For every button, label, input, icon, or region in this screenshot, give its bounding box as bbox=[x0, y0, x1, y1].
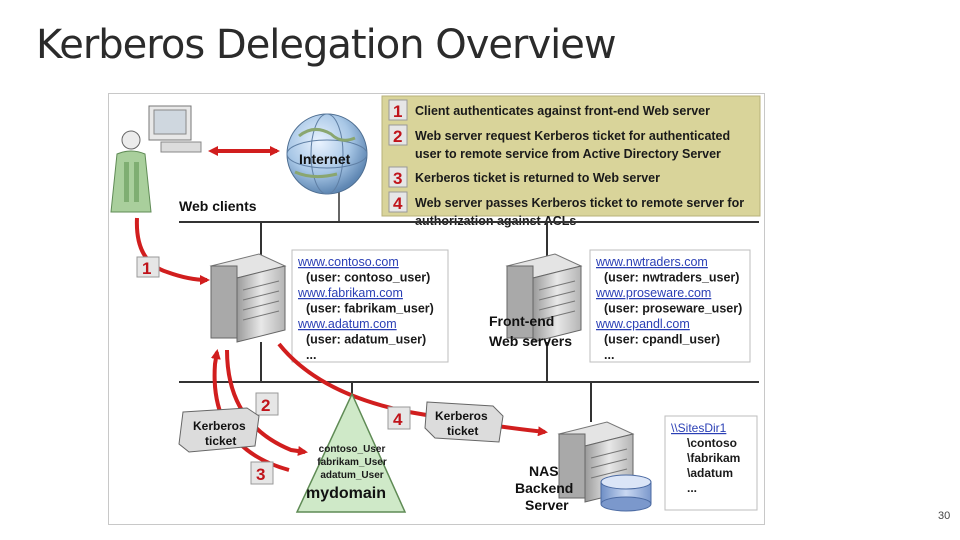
domain-user: contoso_User bbox=[319, 444, 386, 455]
step3-badge: 3 bbox=[256, 465, 265, 484]
share-folder-text: \contoso bbox=[687, 436, 737, 450]
legend-step-text: Client authenticates against front-end W… bbox=[415, 104, 710, 118]
legend-step-badge-bg bbox=[388, 166, 408, 188]
internet-label: Internet bbox=[299, 151, 351, 167]
step1-badge: 1 bbox=[142, 259, 151, 278]
legend-step-badge-bg bbox=[388, 124, 408, 146]
web-client-icon bbox=[110, 105, 202, 213]
site-link[interactable]: www.contoso.com bbox=[297, 255, 399, 269]
front-end-server-1-icon bbox=[209, 253, 287, 343]
share-lines-list: \\SitesDir1\contoso\fabrikam\adatum... bbox=[671, 421, 740, 495]
legend-step-badge-bg bbox=[388, 191, 408, 213]
legend-step-text: user to remote service from Active Direc… bbox=[415, 147, 721, 161]
step2-badge: 2 bbox=[261, 396, 270, 415]
site-link[interactable]: www.nwtraders.com bbox=[595, 255, 708, 269]
site-user-text: (user: proseware_user) bbox=[604, 302, 742, 316]
domain-user: fabrikam_User bbox=[317, 457, 387, 468]
nas-label-line1: NAS bbox=[529, 463, 559, 479]
ticket-right-line1: Kerberos bbox=[435, 409, 488, 423]
storage-disk-icon bbox=[600, 474, 652, 512]
kerberos-diagram: 1 Client authenticates against front-end … bbox=[108, 93, 765, 525]
share-path-link[interactable]: \\SitesDir1 bbox=[671, 421, 727, 435]
share-folder-text: \fabrikam bbox=[687, 451, 740, 465]
kerberos-ticket-right: Kerberos ticket bbox=[424, 401, 504, 443]
front-end-server-2-icon bbox=[505, 253, 583, 343]
legend-step-badge-bg bbox=[388, 99, 408, 121]
site-link[interactable]: www.cpandl.com bbox=[595, 317, 690, 331]
ticket-left-line2: ticket bbox=[205, 434, 236, 448]
domain-users-list: contoso_User fabrikam_User adatum_User bbox=[317, 444, 387, 481]
server1-sites-panel bbox=[291, 249, 449, 363]
server2-sites-list: www.nwtraders.com(user: nwtraders_user)w… bbox=[595, 255, 742, 362]
site-link[interactable]: www.fabrikam.com bbox=[297, 286, 403, 300]
site-user-text: (user: nwtraders_user) bbox=[604, 271, 739, 285]
legend-step-text: Kerberos ticket is returned to Web serve… bbox=[415, 171, 660, 185]
site-user-text: (user: fabrikam_user) bbox=[306, 302, 434, 316]
ticket-left-line1: Kerberos bbox=[193, 419, 246, 433]
step4-badge: 4 bbox=[393, 410, 403, 429]
web-clients-label: Web clients bbox=[179, 198, 257, 214]
site-link[interactable]: www.proseware.com bbox=[595, 286, 711, 300]
site-link[interactable]: www.adatum.com bbox=[297, 317, 397, 331]
legend-box bbox=[381, 95, 761, 217]
domain-user: adatum_User bbox=[320, 470, 383, 481]
internet-globe-icon bbox=[286, 113, 368, 195]
share-folder-text: ... bbox=[687, 481, 697, 495]
page-number: 30 bbox=[938, 510, 951, 522]
server2-sites-panel bbox=[589, 249, 751, 363]
site-user-text: ... bbox=[604, 348, 614, 362]
front-end-label-line1: Front-end bbox=[489, 313, 554, 329]
legend-step-text: Web server passes Kerberos ticket to rem… bbox=[415, 196, 744, 210]
site-user-text: (user: contoso_user) bbox=[306, 271, 430, 285]
nas-server-icon bbox=[557, 421, 635, 503]
legend-step-number: 4 bbox=[393, 194, 403, 213]
site-user-text: (user: adatum_user) bbox=[306, 333, 426, 347]
domain-triangle bbox=[295, 392, 407, 513]
site-user-text: (user: cpandl_user) bbox=[604, 333, 720, 347]
legend-step-text: Web server request Kerberos ticket for a… bbox=[415, 129, 730, 143]
page-title: Kerberos Delegation Overview bbox=[36, 22, 617, 68]
domain-label: mydomain bbox=[306, 485, 386, 502]
step1-arrow bbox=[134, 217, 210, 285]
nas-label-line2: Backend bbox=[515, 480, 573, 496]
front-end-label-line2: Web servers bbox=[489, 333, 572, 349]
server1-sites-list: www.contoso.com (user: contoso_user)www.f… bbox=[297, 255, 434, 362]
site-user-text: ... bbox=[306, 348, 316, 362]
nas-label-line3: Server bbox=[525, 497, 569, 513]
ticket-right-line2: ticket bbox=[447, 424, 478, 438]
legend-step-number: 1 bbox=[393, 102, 402, 121]
legend-step-number: 2 bbox=[393, 127, 402, 146]
kerberos-ticket-left: Kerberos ticket bbox=[178, 407, 260, 453]
legend-step-number: 3 bbox=[393, 169, 402, 188]
share-folder-text: \adatum bbox=[687, 466, 733, 480]
share-panel bbox=[664, 415, 758, 511]
